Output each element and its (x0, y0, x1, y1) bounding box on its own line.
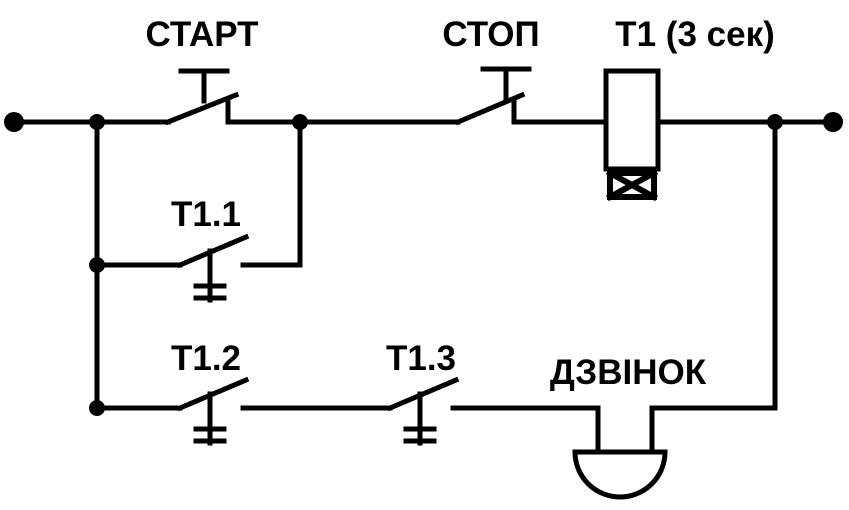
bell-symbol (572, 449, 668, 500)
contact-t11-label: Т1.1 (171, 195, 241, 234)
bell-branch (94, 376, 778, 500)
timer-indicator-cross (605, 168, 659, 202)
contact-t12-label: Т1.2 (171, 339, 241, 378)
timer-coil-body (603, 68, 661, 172)
t11-lever (176, 233, 250, 269)
stop-button-label: СТОП (442, 15, 539, 54)
t13-lever (386, 376, 460, 412)
contact-t13-label: Т1.3 (386, 339, 456, 378)
t12-lever (176, 376, 250, 412)
contact-t11-symbol (176, 233, 250, 303)
start-button-label: СТАРТ (145, 15, 258, 54)
stop-lever (454, 91, 526, 126)
left-terminal-dot (4, 112, 24, 132)
contact-t13-symbol (386, 376, 460, 446)
timer-coil-symbol (603, 68, 661, 202)
start-button-symbol (164, 68, 240, 126)
stop-button-symbol (454, 66, 532, 126)
contact-t11-branch (94, 119, 303, 303)
timer-indicator-box (607, 170, 657, 200)
start-lever (164, 91, 240, 126)
right-terminal-dot (823, 112, 843, 132)
contact-t12-symbol (176, 376, 250, 446)
timer-coil-label: Т1 (3 сек) (615, 15, 775, 54)
bell-label: ДЗВІНОК (550, 353, 707, 392)
